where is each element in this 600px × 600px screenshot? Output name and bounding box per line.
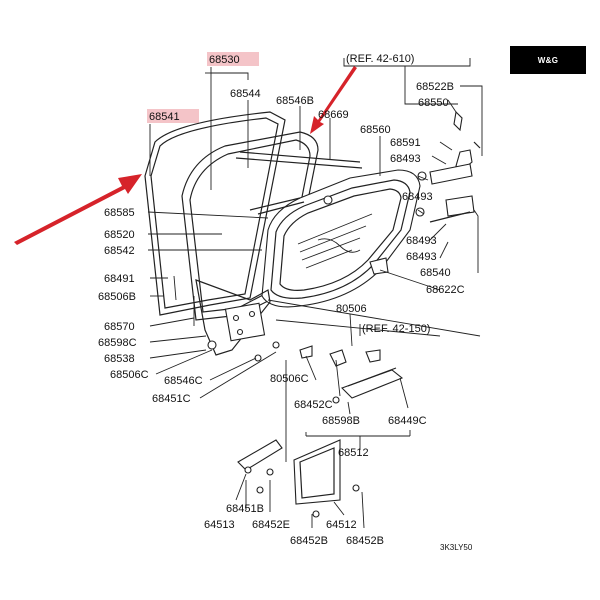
part-label-68452B-a: 68452B <box>290 535 328 547</box>
brand-logo-text: W&G <box>537 55 559 65</box>
part-label-68512: 68512 <box>338 447 369 459</box>
weather-strips <box>235 151 363 215</box>
part-label-68546C: 68546C <box>164 375 203 387</box>
part-label-68452B-b: 68452B <box>346 535 384 547</box>
part-label-68540: 68540 <box>420 267 451 279</box>
brand-logo: W&G <box>510 46 586 74</box>
part-label-68451C: 68451C <box>152 393 191 405</box>
hinge-components <box>369 110 481 275</box>
part-label-64512: 64512 <box>326 519 357 531</box>
handle-cover <box>237 439 360 518</box>
part-label-68622C: 68622C <box>426 284 465 296</box>
outer-glass-frame <box>144 111 286 316</box>
part-label-68493-a: 68493 <box>390 153 421 165</box>
ref-label-middle: (REF. 42-150) <box>362 323 430 335</box>
highlight-68530 <box>207 52 259 66</box>
part-label-64513: 64513 <box>204 519 235 531</box>
part-label-68491: 68491 <box>104 273 135 285</box>
part-label-68669: 68669 <box>318 109 349 121</box>
part-label-68591: 68591 <box>390 137 421 149</box>
part-label-68493-c: 68493 <box>406 235 437 247</box>
part-label-68506C: 68506C <box>110 369 149 381</box>
part-label-68585: 68585 <box>104 207 135 219</box>
part-label-68560: 68560 <box>360 124 391 136</box>
diagram-code: 3K3LY50 <box>440 543 473 552</box>
window-glass-assembly <box>261 169 421 308</box>
part-label-68493-d: 68493 <box>406 251 437 263</box>
part-label-68449C: 68449C <box>388 415 427 427</box>
part-label-68541: 68541 <box>149 111 180 123</box>
part-label-68598C: 68598C <box>98 337 137 349</box>
highlight-arrows <box>14 66 357 245</box>
highlight-68541 <box>147 109 199 123</box>
part-label-68530: 68530 <box>209 54 240 66</box>
latch-parts <box>207 340 404 404</box>
part-label-68452C: 68452C <box>294 399 333 411</box>
part-label-68493-b: 68493 <box>402 191 433 203</box>
part-label-80506C: 80506C <box>270 373 309 385</box>
part-label-68451B: 68451B <box>226 503 264 515</box>
part-label-68546B: 68546B <box>276 95 314 107</box>
part-label-68544: 68544 <box>230 88 261 100</box>
part-label-80506: 80506 <box>336 303 367 315</box>
part-label-68522B: 68522B <box>416 81 454 93</box>
part-label-68550: 68550 <box>418 97 449 109</box>
leader-lines <box>147 67 483 529</box>
part-label-68506B: 68506B <box>98 291 136 303</box>
ref-brackets <box>343 58 471 336</box>
part-label-68538: 68538 <box>104 353 135 365</box>
part-label-68520: 68520 <box>104 229 135 241</box>
lower-door-panel <box>195 279 271 356</box>
ref-label-top: (REF. 42-610) <box>346 53 414 65</box>
part-label-68452E: 68452E <box>252 519 290 531</box>
part-label-68598B: 68598B <box>322 415 360 427</box>
part-label-68542: 68542 <box>104 245 135 257</box>
part-label-68570: 68570 <box>104 321 135 333</box>
